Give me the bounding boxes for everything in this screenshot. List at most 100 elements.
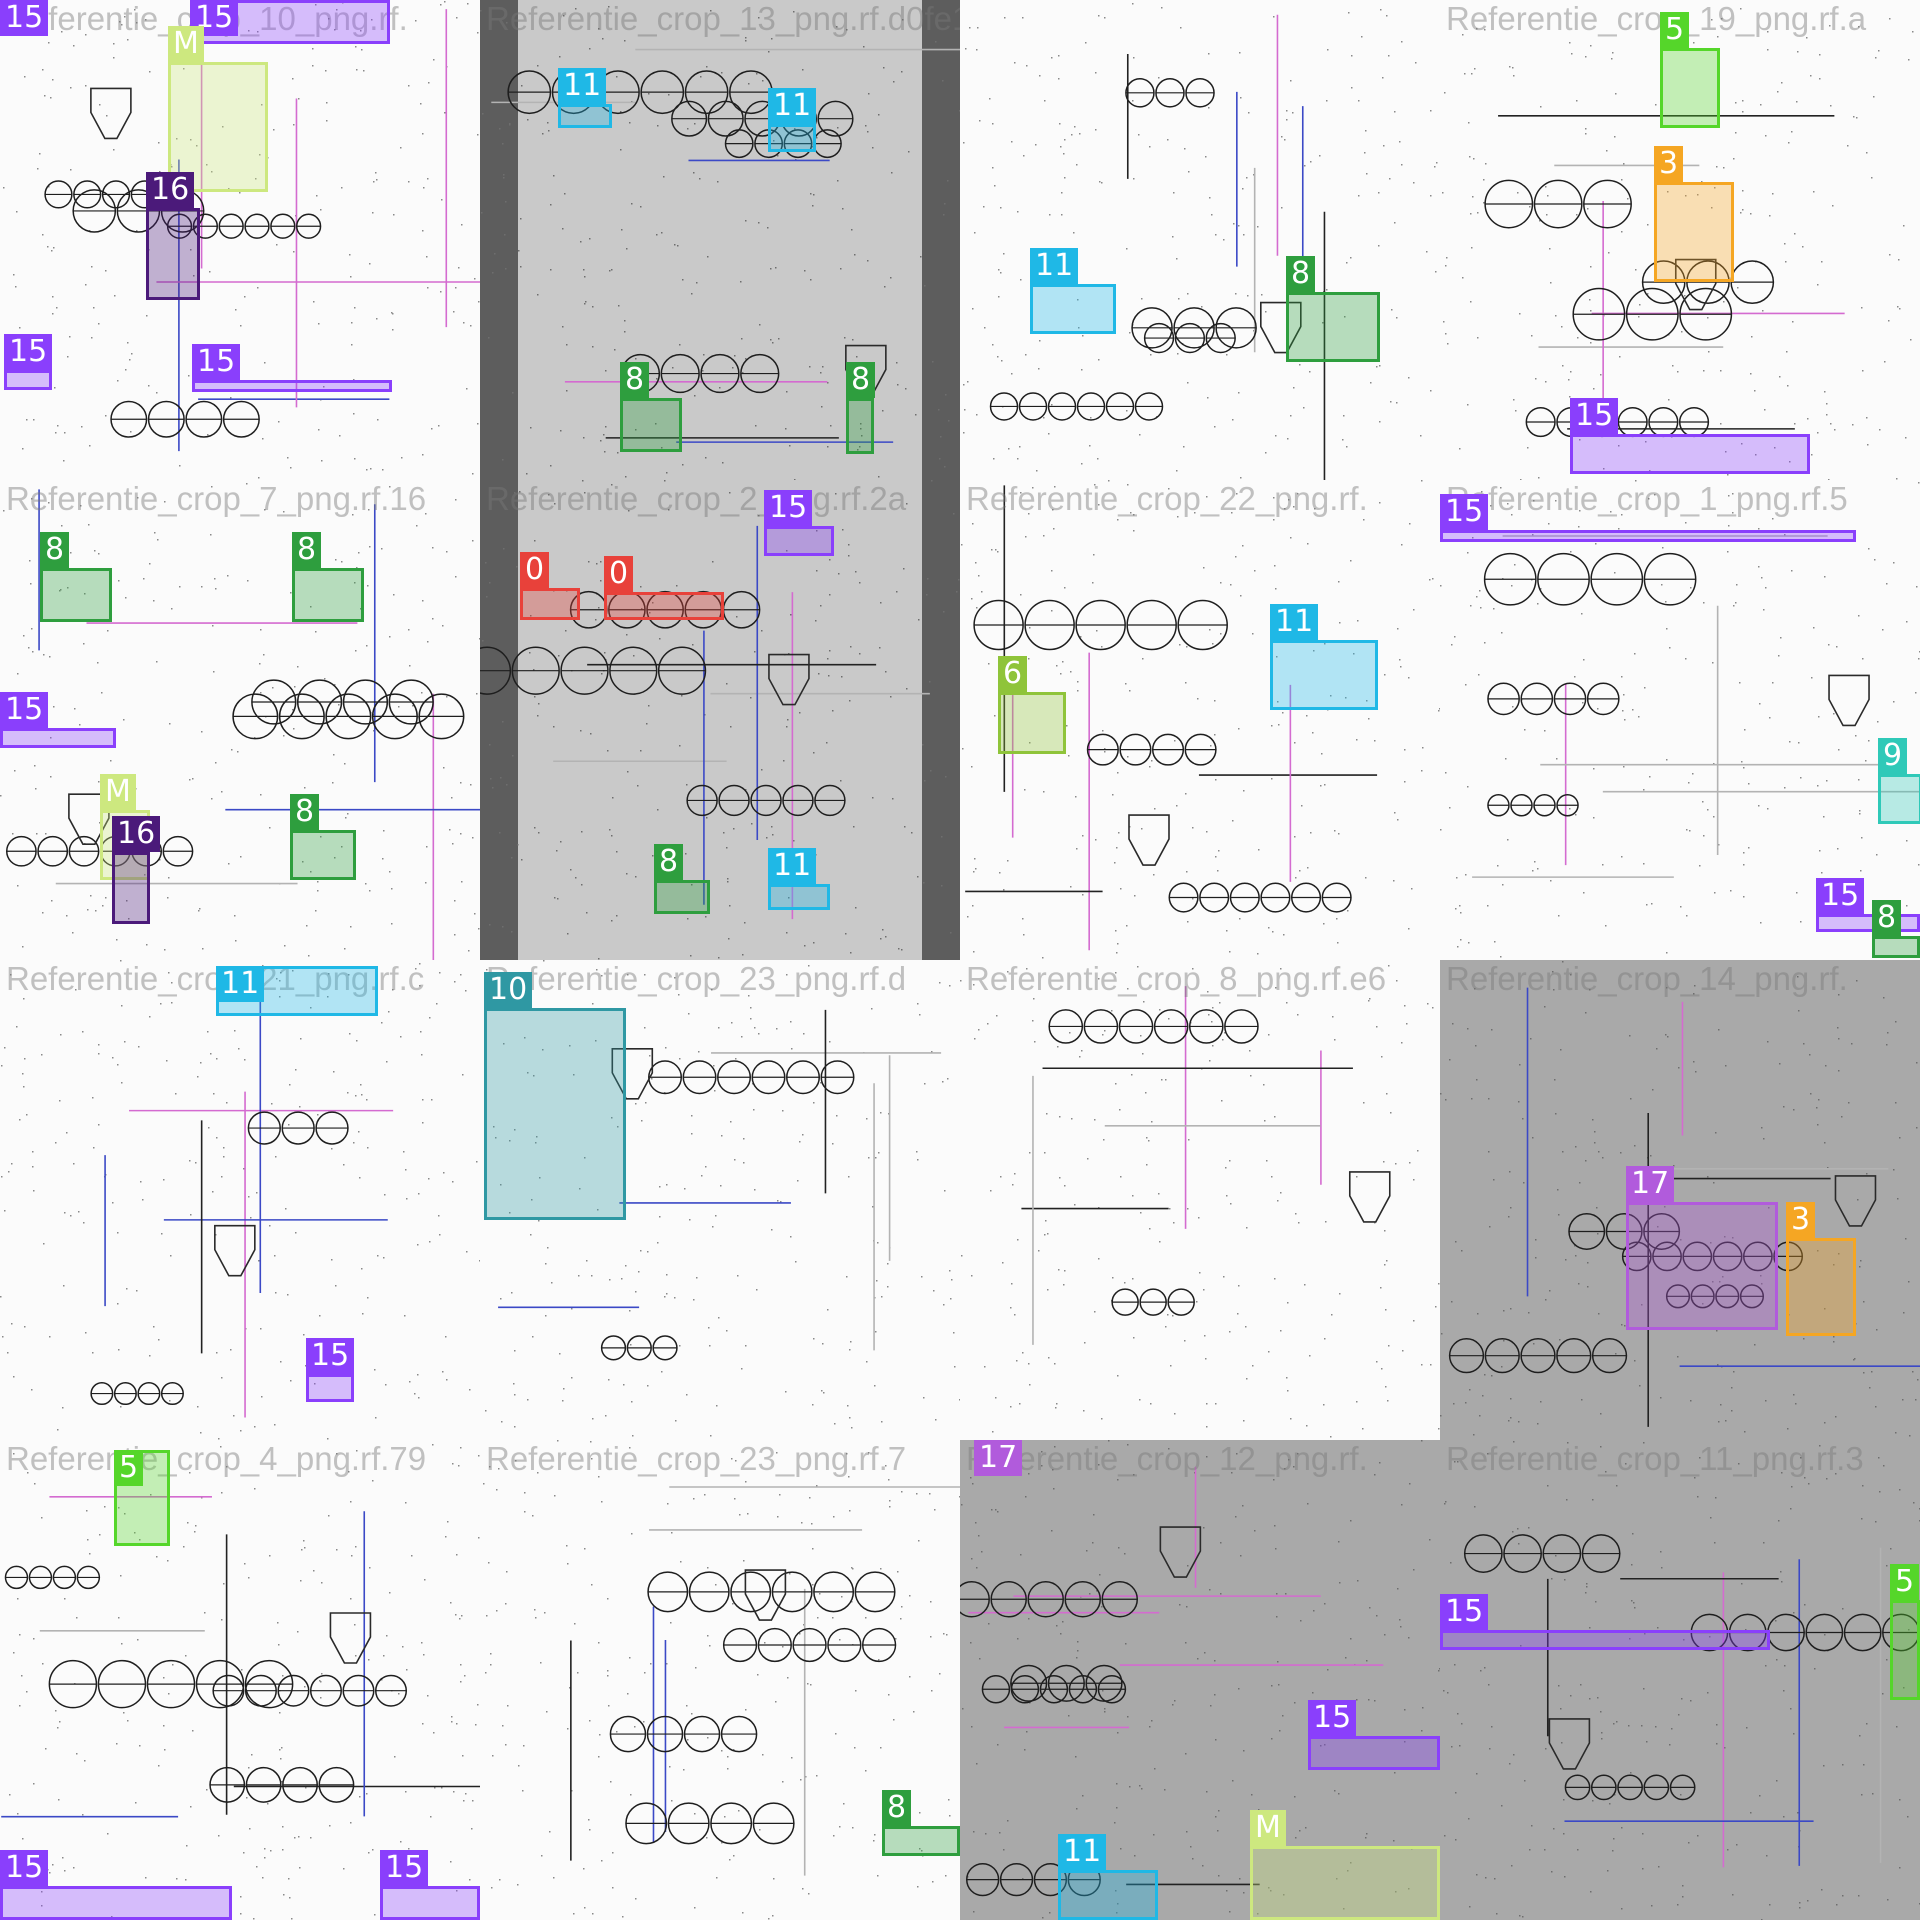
instrument-bubble xyxy=(1591,1338,1628,1374)
instrument-bubble xyxy=(1205,322,1236,354)
pid-drawing xyxy=(0,483,480,960)
noise-speckles xyxy=(961,1440,1440,1919)
hopper-outline xyxy=(1159,1526,1202,1578)
instrument-bubble xyxy=(1085,1664,1123,1702)
instrument-bubble xyxy=(1076,392,1106,421)
detection-box: 15 xyxy=(306,1338,355,1402)
class-label: 11 xyxy=(1270,604,1319,640)
instrument-bubble xyxy=(1643,552,1697,606)
instrument-bubble xyxy=(1168,882,1199,913)
instrument-bubble xyxy=(1533,794,1556,817)
instrument-bubble xyxy=(146,1659,196,1709)
instrument-bubble xyxy=(1742,1241,1773,1272)
detection-box: 11 xyxy=(768,88,817,152)
instrument-bubble xyxy=(1083,1009,1119,1044)
detection-box: 17 xyxy=(974,1440,1023,1476)
pid-drawing xyxy=(485,960,960,1437)
dark-border-panel xyxy=(480,480,518,960)
class-label: 9 xyxy=(1878,738,1908,774)
instrument-bubble xyxy=(245,1766,282,1803)
class-label: 8 xyxy=(620,362,650,398)
class-label: M xyxy=(100,774,136,810)
instrument-bubble xyxy=(5,835,37,867)
instrument-bubble xyxy=(281,1111,315,1145)
instrument-bubble xyxy=(1139,1288,1167,1316)
detection-box: 15 xyxy=(1570,398,1810,474)
detection-box: 5 xyxy=(1660,12,1720,128)
instrument-bubble xyxy=(1010,1664,1048,1702)
instrument-bubble xyxy=(1715,1284,1740,1309)
class-label: 8 xyxy=(1286,256,1316,292)
tile-filename: Referentie_crop_23_png.rf.d xyxy=(486,960,907,997)
detection-box: 9 xyxy=(1878,738,1920,824)
instrument-bubble xyxy=(212,1674,245,1707)
instrument-bubble xyxy=(1018,392,1048,421)
detection-box: 15 xyxy=(1308,1700,1440,1770)
instrument-bubble xyxy=(686,784,718,817)
mosaic-tile: Referentie_crop_8_png.rf.e6 xyxy=(960,960,1440,1440)
instrument-bubble xyxy=(1537,552,1590,606)
instrument-bubble xyxy=(232,693,279,740)
detection-box: 11 xyxy=(1058,1834,1158,1920)
detection-box: M xyxy=(1250,1810,1440,1920)
pid-drawing xyxy=(1441,1441,1920,1920)
instrument-bubble xyxy=(1533,179,1583,229)
instrument-bubble xyxy=(750,784,782,817)
detection-box: 0 xyxy=(520,552,580,620)
instrument-bubble xyxy=(1033,1862,1068,1897)
instrument-bubble xyxy=(817,100,854,137)
tile-filename: Referentie_crop_22_png.rf. xyxy=(966,480,1368,517)
instrument-bubble xyxy=(782,784,814,817)
instrument-bubble xyxy=(1134,392,1164,421)
instrument-bubble xyxy=(1155,78,1185,108)
instrument-bubble xyxy=(1118,1009,1154,1044)
instrument-bubble xyxy=(1484,179,1534,229)
instrument-bubble xyxy=(990,1581,1027,1618)
instrument-bubble xyxy=(1086,733,1119,766)
instrument-bubble xyxy=(609,646,658,695)
class-label: 5 xyxy=(1660,12,1690,48)
mosaic-tile: Referentie_crop_13_png.rf.d0fe1c07251111… xyxy=(480,0,960,480)
class-label: 10 xyxy=(484,972,533,1008)
instrument-bubble xyxy=(722,1627,758,1663)
instrument-bubble xyxy=(511,646,560,695)
instrument-bubble xyxy=(854,1571,896,1613)
instrument-bubble xyxy=(861,1627,897,1663)
instrument-bubble xyxy=(1483,552,1537,606)
instrument-bubble xyxy=(1024,599,1075,651)
detection-box: 8 xyxy=(292,532,364,622)
instrument-bubble xyxy=(1690,1284,1715,1309)
class-label: 11 xyxy=(1058,1834,1107,1870)
instrument-bubble xyxy=(244,1659,294,1709)
instrument-bubble xyxy=(1224,1009,1259,1044)
instrument-bubble xyxy=(162,835,194,867)
pid-drawing xyxy=(960,1440,1440,1919)
tile-filename: Referentie_crop_2_png.rf.2a xyxy=(486,480,907,517)
detection-box: 15 xyxy=(764,490,834,556)
instrument-bubble xyxy=(90,1382,114,1406)
hopper-outline xyxy=(611,1048,654,1100)
class-label: 3 xyxy=(1786,1202,1816,1238)
instrument-bubble xyxy=(1143,322,1175,354)
class-label: 11 xyxy=(216,966,265,1002)
instrument-bubble xyxy=(682,1060,717,1095)
instrument-bubble xyxy=(73,180,102,209)
pid-drawing xyxy=(960,965,1440,1438)
instrument-bubble xyxy=(160,1382,184,1406)
class-label: 15 xyxy=(4,334,53,370)
detection-box: 16 xyxy=(112,816,161,924)
instrument-bubble xyxy=(295,213,322,239)
instrument-bubble xyxy=(1064,1581,1102,1618)
class-label: 16 xyxy=(112,816,161,852)
detection-box: 11 xyxy=(558,68,612,128)
instrument-bubble xyxy=(1581,1534,1621,1573)
instrument-bubble xyxy=(660,353,700,394)
noise-speckles xyxy=(0,483,480,957)
instrument-bubble xyxy=(1767,1613,1805,1652)
instrument-bubble xyxy=(137,1382,161,1406)
